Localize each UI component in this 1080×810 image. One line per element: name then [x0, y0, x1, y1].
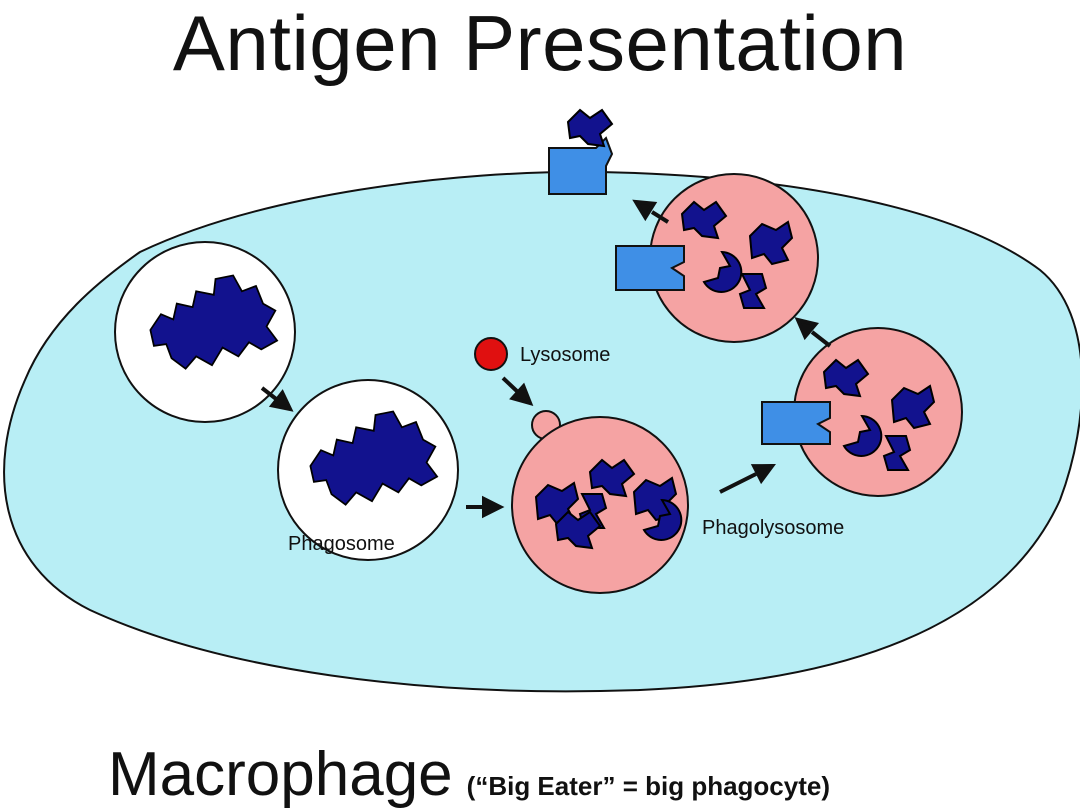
phagolysosome-with-mhc	[761, 327, 963, 497]
arrow-icon	[810, 330, 832, 348]
engulfed-vesicle	[114, 241, 296, 423]
footer-main: Macrophage	[108, 740, 453, 809]
phagosome	[277, 379, 459, 561]
lysosome	[474, 337, 508, 371]
phagosome-label: Phagosome	[288, 533, 395, 555]
mhc-receptor-icon	[548, 136, 614, 195]
lysosome-label: Lysosome	[520, 344, 610, 366]
process-arrows	[260, 193, 832, 517]
mhc-receptor-icon	[615, 245, 685, 291]
phagolysosome-label: Phagolysosome	[702, 517, 844, 539]
surface-mhc-antigen-complex	[548, 109, 614, 195]
arrow-icon	[719, 472, 757, 494]
page-title: Antigen Presentation	[172, 0, 908, 87]
mhc-receptor-icon	[761, 401, 831, 445]
footer-caption: Macrophage (“Big Eater” = big phagocyte)	[108, 740, 830, 810]
footer-note: (“Big Eater” = big phagocyte)	[466, 771, 830, 801]
phagolysosome-loading-mhc	[615, 173, 819, 343]
arrow-icon	[650, 210, 670, 224]
phagolysosome	[511, 416, 689, 594]
